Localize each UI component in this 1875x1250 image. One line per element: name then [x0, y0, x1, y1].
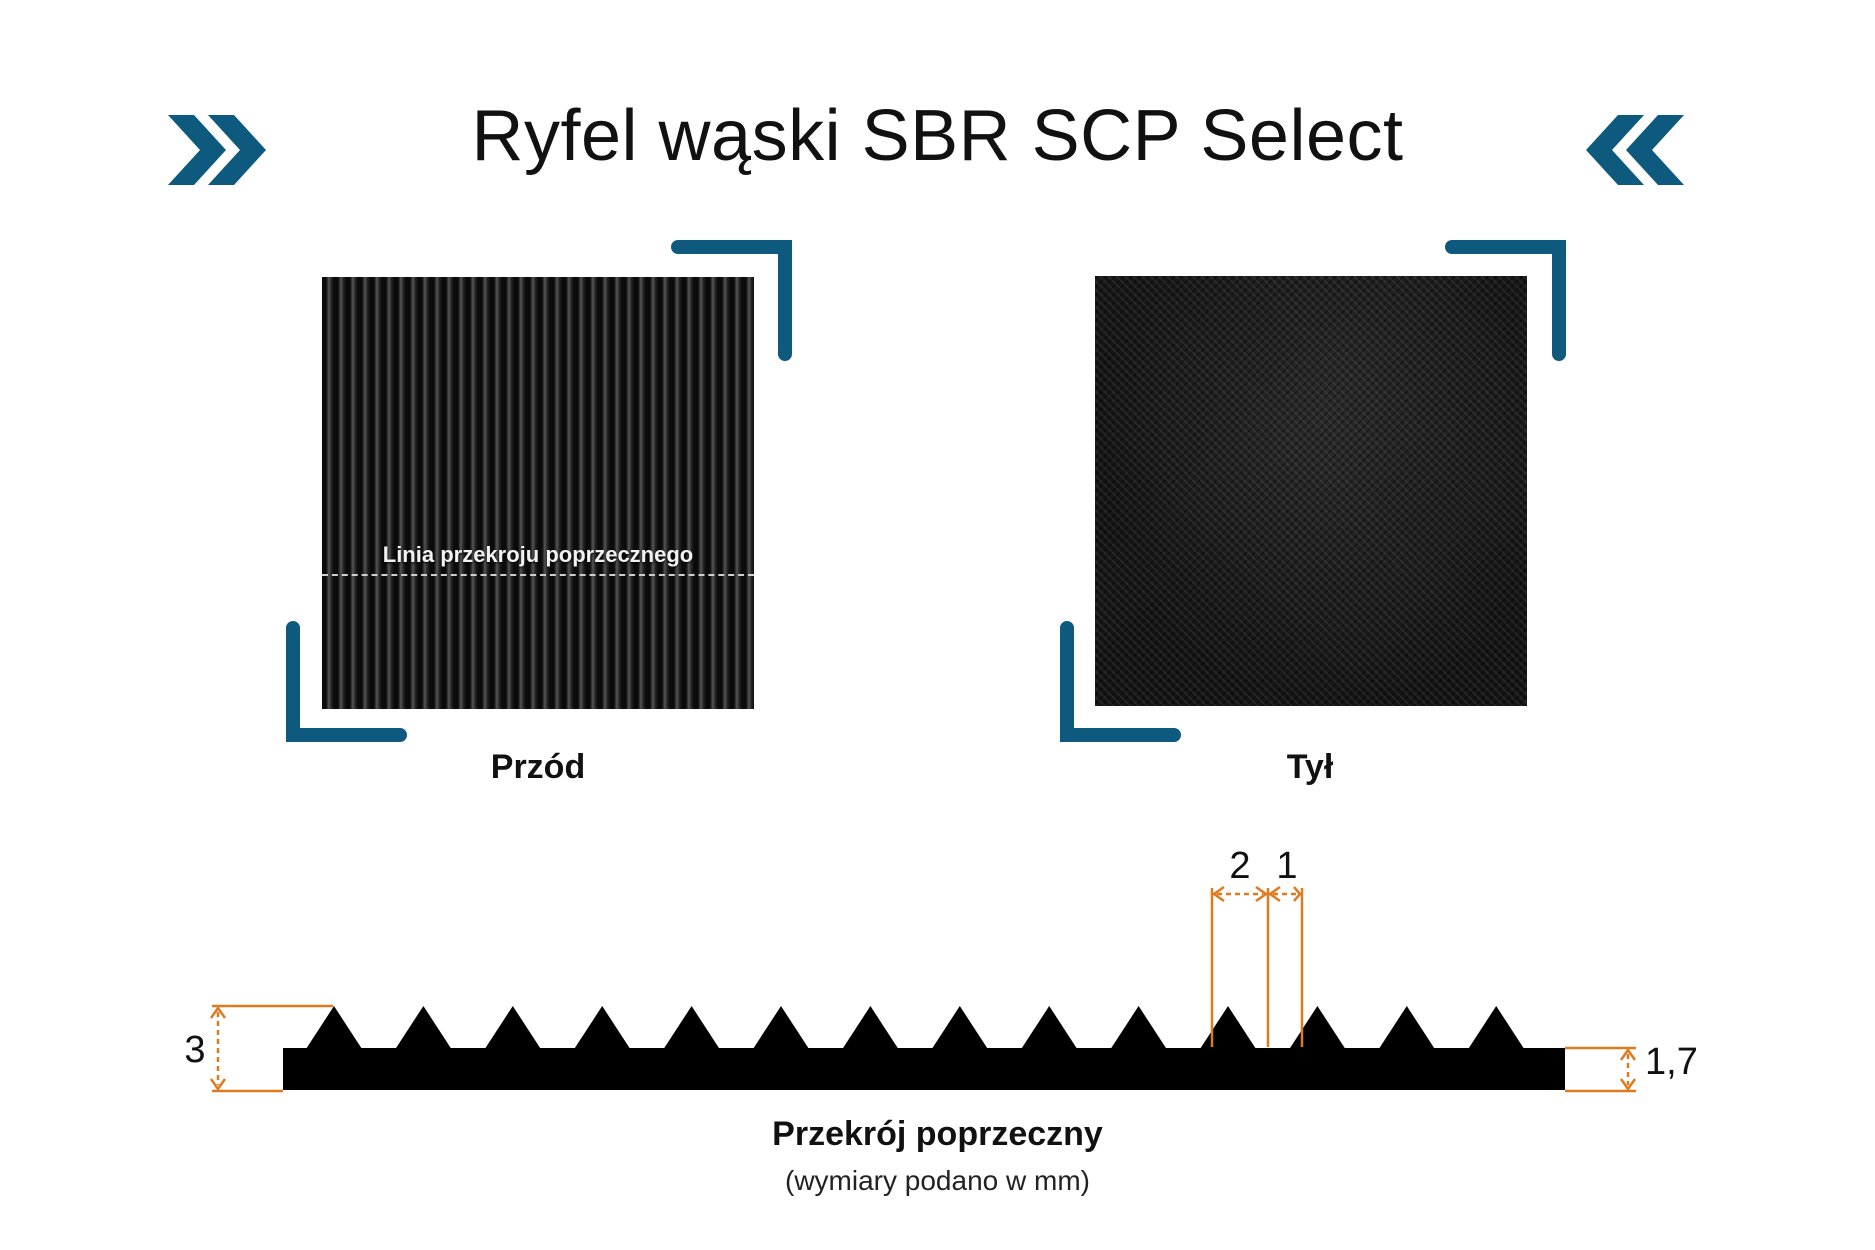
total-height-value: 3: [184, 1029, 205, 1071]
rib: [931, 1006, 988, 1049]
rib-gap-value: 1: [1276, 845, 1297, 887]
base-thickness-dimension: [1565, 1046, 1637, 1093]
cut-line: [322, 574, 754, 576]
rib-width-dimension: [1210, 885, 1304, 1047]
cross-section-diagram: 3 1,7 2 1: [184, 845, 1698, 1093]
rubber-base: [283, 1048, 1565, 1090]
rib: [306, 1006, 362, 1049]
cross-section-title: Przekrój poprzeczny: [772, 1115, 1103, 1153]
page-title: Ryfel wąski SBR SCP Select: [471, 96, 1404, 176]
back-corner-bracket-top-right: [1445, 240, 1566, 361]
front-surface-photo: Linia przekroju poprzecznego: [322, 277, 754, 709]
double-chevron-right-icon: [168, 115, 266, 185]
back-corner-bracket-bottom-left: [1060, 621, 1181, 742]
front-caption: Przód: [490, 748, 586, 786]
base-thickness-value: 1,7: [1645, 1041, 1698, 1083]
cut-line-label: Linia przekroju poprzecznego: [382, 542, 694, 567]
total-height-dimension: [209, 1004, 333, 1093]
rib: [753, 1006, 809, 1049]
rib: [1468, 1006, 1525, 1049]
rib: [1200, 1006, 1256, 1049]
rib: [1110, 1006, 1167, 1049]
rib: [663, 1006, 720, 1049]
cross-section-subtitle: (wymiary podano w mm): [785, 1165, 1090, 1196]
rib: [484, 1006, 541, 1049]
rib: [395, 1006, 452, 1049]
rib: [574, 1006, 631, 1049]
rib-width-value: 2: [1229, 845, 1250, 887]
rib: [1021, 1006, 1078, 1049]
front-corner-bracket-top-right: [671, 240, 792, 361]
front-corner-bracket-bottom-left: [286, 621, 407, 742]
double-chevron-left-icon: [1586, 115, 1684, 185]
rib: [1378, 1006, 1435, 1049]
rib: [842, 1006, 899, 1049]
rib: [1289, 1006, 1346, 1049]
back-surface-photo: [1095, 276, 1527, 706]
rib-group: [306, 1006, 1525, 1049]
back-caption: Tył: [1286, 748, 1334, 786]
